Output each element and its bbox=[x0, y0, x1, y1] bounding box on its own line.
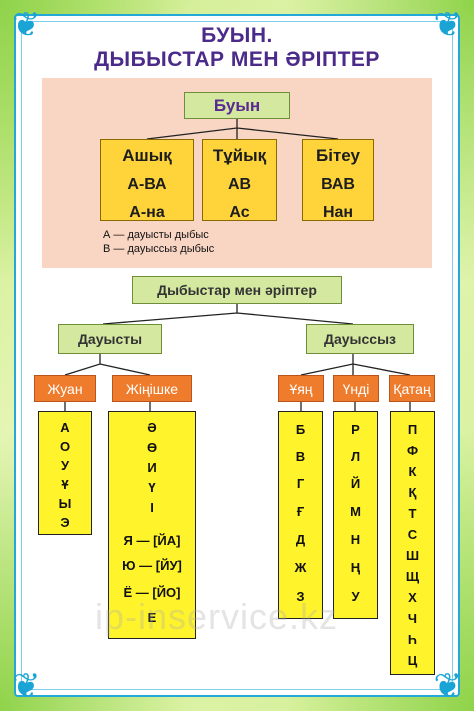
group-voiceless-consonants: Қатаң bbox=[389, 375, 435, 402]
letter: Ү bbox=[148, 480, 156, 495]
poster-title-line1: БУЫН. bbox=[201, 24, 273, 47]
syllable-type-open-example-1: А-ВА bbox=[127, 176, 167, 193]
letter: Ә bbox=[147, 420, 157, 435]
poster-title-line2: ДЫБЫСТАР МЕН ӘРІПТЕР bbox=[94, 48, 380, 71]
letter: Ф bbox=[406, 443, 419, 458]
letters-soft-vowels: Ә Ө И Ү І Я — [ЙА] Ю — [ЙУ] Ё — [ЙО] Е bbox=[108, 411, 196, 639]
ornament-top-left-icon: ❦ bbox=[12, 6, 41, 44]
letter: И bbox=[147, 460, 157, 475]
syllable-type-fully-closed-example-2: Нан bbox=[322, 204, 354, 221]
letter: Ш bbox=[405, 548, 420, 563]
letter: М bbox=[350, 504, 361, 519]
legend-consonant: В — дауыссыз дыбыс bbox=[103, 243, 215, 255]
consonants-box: Дауыссыз bbox=[306, 324, 414, 354]
letter: Ұ bbox=[61, 477, 69, 492]
letter: Я — [ЙА] bbox=[123, 533, 181, 548]
letter: Ю — [ЙУ] bbox=[122, 558, 182, 573]
ornament-bottom-left-icon: ❦ bbox=[12, 667, 41, 705]
letter: І bbox=[150, 500, 154, 515]
letters-voiceless-consonants: П Ф К Қ Т С Ш Щ Х Ч Һ Ц bbox=[390, 411, 435, 675]
syllable-type-closed-label: Тұйық bbox=[212, 146, 267, 165]
letter: Й bbox=[350, 476, 361, 491]
syllable-type-fully-closed-example-1: ВАВ bbox=[321, 176, 355, 193]
group-soft-vowels: Жіңішке bbox=[112, 375, 192, 402]
letters-hard-vowels: А О У Ұ Ы Э bbox=[38, 411, 92, 535]
letter: У bbox=[351, 589, 360, 604]
group-sonorant-consonants: Үнді bbox=[333, 375, 379, 402]
letter: Р bbox=[351, 422, 360, 437]
letter: К bbox=[408, 464, 417, 479]
legend-vowel: А — дауысты дыбыс bbox=[103, 229, 209, 241]
letter: Қ bbox=[408, 485, 417, 500]
ornament-top-right-icon: ❦ bbox=[433, 6, 463, 44]
syllable-type-open: Ашық А-ВА А-на bbox=[100, 139, 194, 221]
group-hard-vowels: Жуан bbox=[34, 375, 96, 402]
letter: Д bbox=[295, 532, 306, 547]
letter: Х bbox=[408, 590, 417, 605]
letter: Ц bbox=[407, 653, 418, 668]
letter: С bbox=[407, 527, 418, 542]
letter: Ғ bbox=[296, 504, 305, 519]
letter: Е bbox=[147, 610, 157, 625]
syllable-type-open-label: Ашық bbox=[122, 146, 172, 165]
sounds-root-box: Дыбыстар мен әріптер bbox=[132, 276, 342, 304]
vowels-box: Дауысты bbox=[58, 324, 162, 354]
letters-voiced-consonants: Б В Г Ғ Д Ж З bbox=[278, 411, 323, 619]
letter: Э bbox=[60, 515, 70, 530]
letter: Ө bbox=[146, 440, 158, 455]
syllable-type-fully-closed-label: Бітеу bbox=[316, 146, 360, 165]
watermark: ip-inservice.kz bbox=[95, 596, 339, 637]
letter: З bbox=[296, 589, 305, 604]
letter: Ч bbox=[407, 611, 418, 626]
letter: Һ bbox=[407, 632, 418, 647]
letter: Т bbox=[408, 506, 417, 521]
letter: Б bbox=[295, 422, 306, 437]
letter: Г bbox=[296, 476, 305, 491]
letters-sonorant-consonants: Р Л Й М Н Ң У bbox=[333, 411, 378, 619]
syllable-type-closed: Тұйық АВ Ас bbox=[202, 139, 277, 221]
group-voiced-consonants: Ұяң bbox=[278, 375, 324, 402]
letter: Ё — [ЙО] bbox=[123, 585, 181, 600]
letter: П bbox=[407, 422, 418, 437]
letter: У bbox=[60, 458, 70, 473]
letter: Ң bbox=[350, 560, 361, 575]
letter: Щ bbox=[405, 569, 420, 584]
ornament-bottom-right-icon: ❦ bbox=[433, 667, 463, 705]
syllable-type-fully-closed: Бітеу ВАВ Нан bbox=[302, 139, 374, 221]
syllable-type-closed-example-2: Ас bbox=[229, 204, 250, 221]
letter: Л bbox=[350, 449, 361, 464]
letter: О bbox=[59, 439, 71, 454]
syllable-type-closed-example-1: АВ bbox=[227, 176, 252, 193]
letter: Ы bbox=[58, 496, 72, 511]
syllable-root-box: Буын bbox=[184, 92, 290, 119]
letter: Ж bbox=[294, 560, 307, 575]
letter: В bbox=[295, 449, 306, 464]
letter: Н bbox=[350, 532, 361, 547]
letter: А bbox=[60, 420, 70, 435]
syllable-type-open-example-2: А-на bbox=[129, 204, 165, 221]
